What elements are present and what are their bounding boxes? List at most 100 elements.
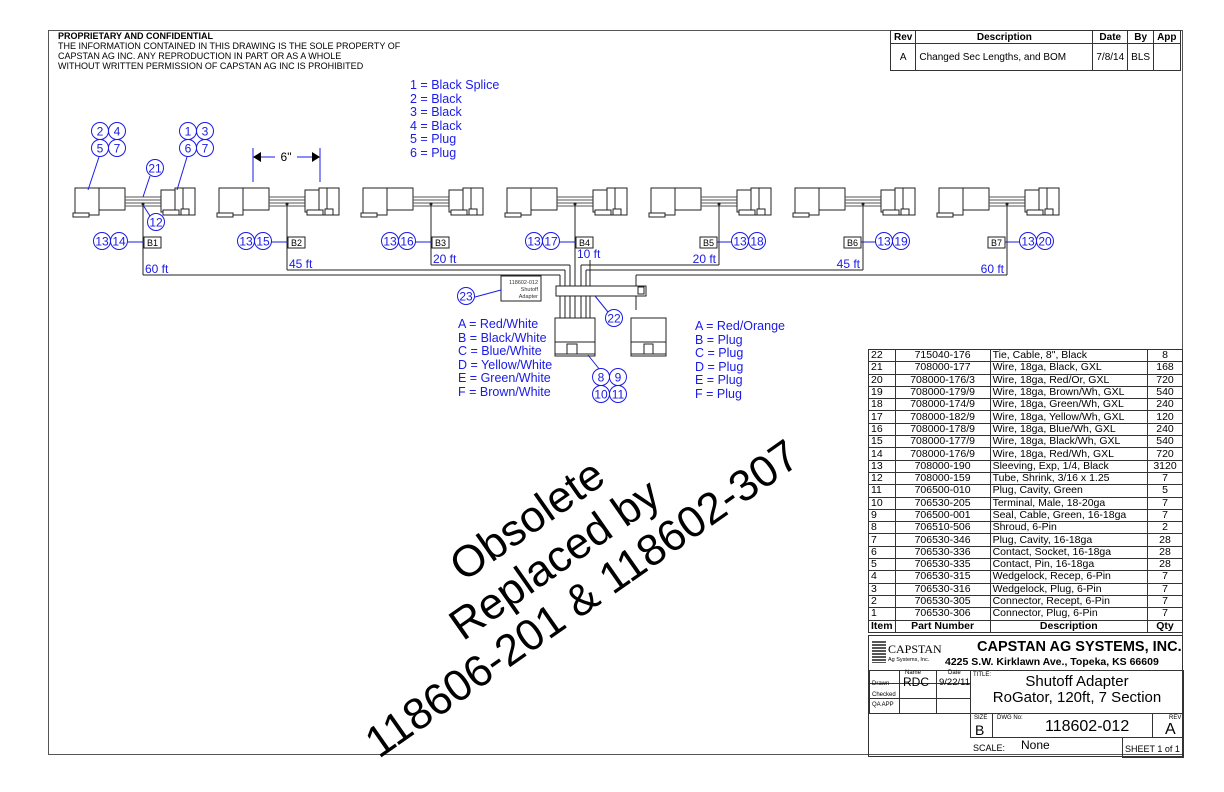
bom-cell: 16 — [868, 422, 896, 437]
wire-line — [142, 204, 151, 217]
section-label: B6 — [847, 238, 858, 248]
bom-cell: 240 — [1147, 422, 1183, 437]
length-label: 10 ft — [577, 247, 601, 261]
bom-cell: Plug, Cavity, 16-18ga — [989, 533, 1149, 547]
plug-connector — [448, 189, 464, 213]
plug-legend: A = Red/Orange B = Plug C = Plug D = Plu… — [695, 319, 785, 401]
title-line: RoGator, 120ft, 7 Section — [992, 689, 1162, 706]
bom-cell: Wire, 18ga, Brown/Wh, GXL — [989, 385, 1149, 400]
dimension-label: 6" — [281, 150, 292, 164]
callout-number: 6 — [185, 142, 192, 156]
length-label: 20 ft — [433, 252, 457, 266]
connector-tab — [936, 212, 954, 218]
callout-bubble — [146, 159, 164, 177]
bom-cell: 708000-182/9 — [894, 410, 991, 424]
section-label: B5 — [703, 238, 714, 248]
legend-item: 6 = Plug — [410, 145, 457, 160]
bom-cell: 706500-001 — [894, 508, 991, 523]
plug-connector — [160, 189, 176, 213]
bom-cell: 708000-176/9 — [894, 447, 991, 461]
connector-tab — [900, 208, 910, 216]
receptacle-connector — [674, 187, 702, 211]
length-label: 20 ft — [693, 252, 717, 266]
drawing-number: 118602-012 — [1045, 718, 1130, 735]
bom-cell: 706530-306 — [894, 607, 991, 621]
receptacle-connector — [650, 187, 676, 216]
callout-number: 13 — [527, 235, 541, 249]
wire-color-legend: A = Red/White B = Black/White C = Blue/W… — [458, 317, 552, 399]
plug-connector — [1024, 189, 1040, 213]
callout-bubble — [110, 232, 128, 250]
bom-cell: 3 — [868, 582, 896, 596]
bom-header: Part Number — [894, 619, 991, 633]
bom-cell: Plug, Cavity, Green — [989, 484, 1149, 498]
callout-bubble — [1036, 232, 1054, 250]
callout-number: 7 — [114, 142, 121, 156]
bom-cell: 5 — [1147, 484, 1183, 498]
connector-tab — [594, 209, 612, 216]
company-address: 4225 S.W. Kirklawn Ave., Topeka, KS 6660… — [945, 656, 1159, 668]
label: Drawn — [872, 681, 890, 687]
callout-bubble — [398, 232, 416, 250]
bom-cell: Wedgelock, Recep, 6-Pin — [989, 570, 1149, 584]
bom-cell: 708000-179/9 — [894, 385, 991, 400]
notice-line: WITHOUT WRITTEN PERMISSION OF CAPSTAN AG… — [58, 61, 364, 71]
wire-line — [587, 354, 601, 371]
bom-cell: 7 — [1147, 496, 1183, 510]
connector-tab — [1044, 208, 1054, 216]
callout-number: 9 — [615, 371, 622, 385]
connector-tab — [882, 209, 900, 216]
label: Name — [905, 670, 922, 676]
bom-cell: Sleeving, Exp, 1/4, Black — [989, 459, 1149, 473]
length-label: 60 ft — [981, 262, 1005, 276]
label: Date — [948, 670, 961, 676]
bom-cell: 706500-010 — [894, 484, 991, 498]
bom-cell: 15 — [868, 435, 896, 449]
splice-legend: 1 = Black Splice 2 = Black 3 = Black 4 =… — [410, 78, 500, 160]
legend-item: 3 = Black — [410, 105, 462, 119]
bom-cell: 4 — [868, 570, 896, 584]
bom-cell: 708000-190 — [894, 459, 991, 473]
label: REV — [1169, 715, 1182, 721]
logo-text: CAPSTAN — [888, 642, 942, 656]
callout-number: 4 — [114, 125, 121, 139]
connector-tab — [468, 208, 478, 216]
bom-cell: Wire, 18ga, Blue/Wh, GXL — [989, 422, 1149, 437]
bom-cell: 7 — [1147, 582, 1183, 596]
bom-cell: 13 — [868, 459, 896, 473]
bom-cell: Connector, Recept, 6-Pin — [989, 594, 1149, 609]
bom-cell: 708000-174/9 — [894, 398, 991, 412]
dimension-bg — [275, 150, 297, 163]
callout-number: 23 — [459, 290, 473, 304]
drawing-title: Shutoff Adapter RoGator, 120ft, 7 Sectio… — [970, 674, 1184, 706]
legend-item: B = Black/White — [458, 330, 547, 345]
bom-cell: 7 — [1147, 508, 1183, 523]
legend-item: 4 = Black — [410, 118, 462, 133]
callout-number: 7 — [202, 142, 209, 156]
bom-cell: 706530-335 — [894, 558, 991, 572]
legend-item: 1 = Black Splice — [410, 78, 500, 92]
receptacle-connector — [74, 187, 100, 216]
bom-cell: 168 — [1147, 361, 1183, 375]
bom-cell: 706530-316 — [894, 582, 991, 596]
bom-cell: 28 — [1147, 558, 1183, 572]
bom-cell: 21 — [868, 361, 896, 375]
bom-cell: 708000-176/3 — [894, 373, 991, 387]
callout-number: 1 — [185, 125, 192, 139]
bom-cell: 708000-159 — [894, 471, 991, 486]
scale-value: None — [1021, 738, 1050, 752]
confidentiality-notice: PROPRIETARY AND CONFIDENTIAL THE INFORMA… — [58, 31, 400, 71]
length-label: 60 ft — [145, 262, 169, 276]
length-label: 45 ft — [837, 257, 861, 271]
bom-cell: 706510-506 — [894, 521, 991, 535]
bom-cell: 706530-315 — [894, 570, 991, 584]
callout-number: 13 — [1021, 235, 1035, 249]
sheet-size: B — [975, 722, 985, 738]
